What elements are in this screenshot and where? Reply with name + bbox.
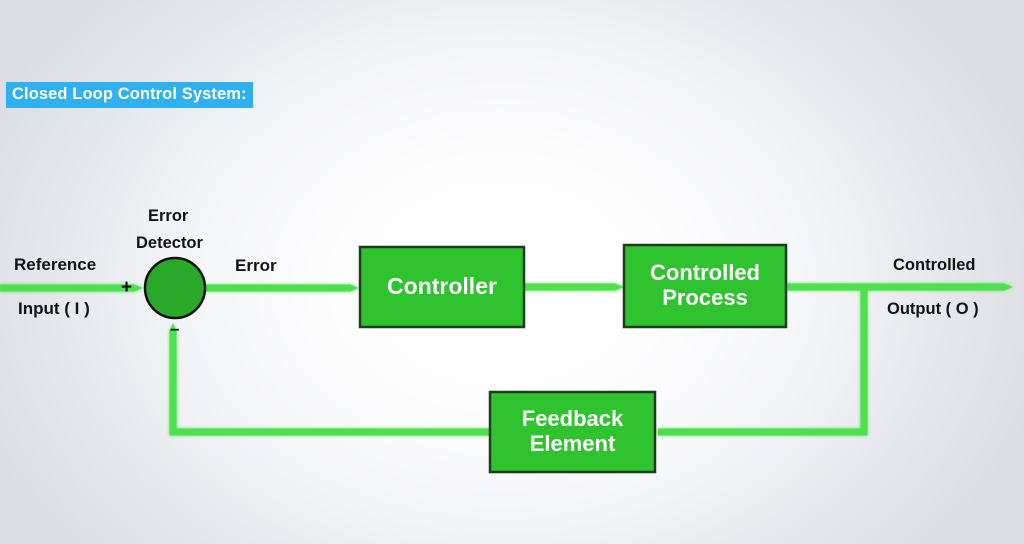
label-error-signal: Error (235, 256, 277, 275)
signal-output-tap-to-feedback (658, 287, 868, 436)
block-controlled-process[interactable] (622, 243, 788, 329)
label-controlled-output-line2: Output ( O ) (887, 300, 979, 318)
block-controller[interactable] (358, 245, 526, 329)
label-error-detector-line2: Detector (136, 234, 203, 252)
label-reference: Reference (14, 255, 97, 274)
summing-junction-error-detector[interactable] (143, 256, 207, 320)
plus-sign-icon: + (121, 277, 133, 298)
page-title: Closed Loop Control System: (6, 82, 253, 108)
signal-feedback-to-junction (169, 323, 490, 436)
block-feedback-element[interactable] (488, 390, 657, 474)
label-input: Input ( I ) (18, 299, 90, 318)
label-error-detector-line1: Error (148, 207, 189, 225)
minus-sign-icon: – (170, 319, 180, 338)
block-group (358, 243, 788, 474)
label-controlled-output-line1: Controlled (893, 256, 976, 274)
